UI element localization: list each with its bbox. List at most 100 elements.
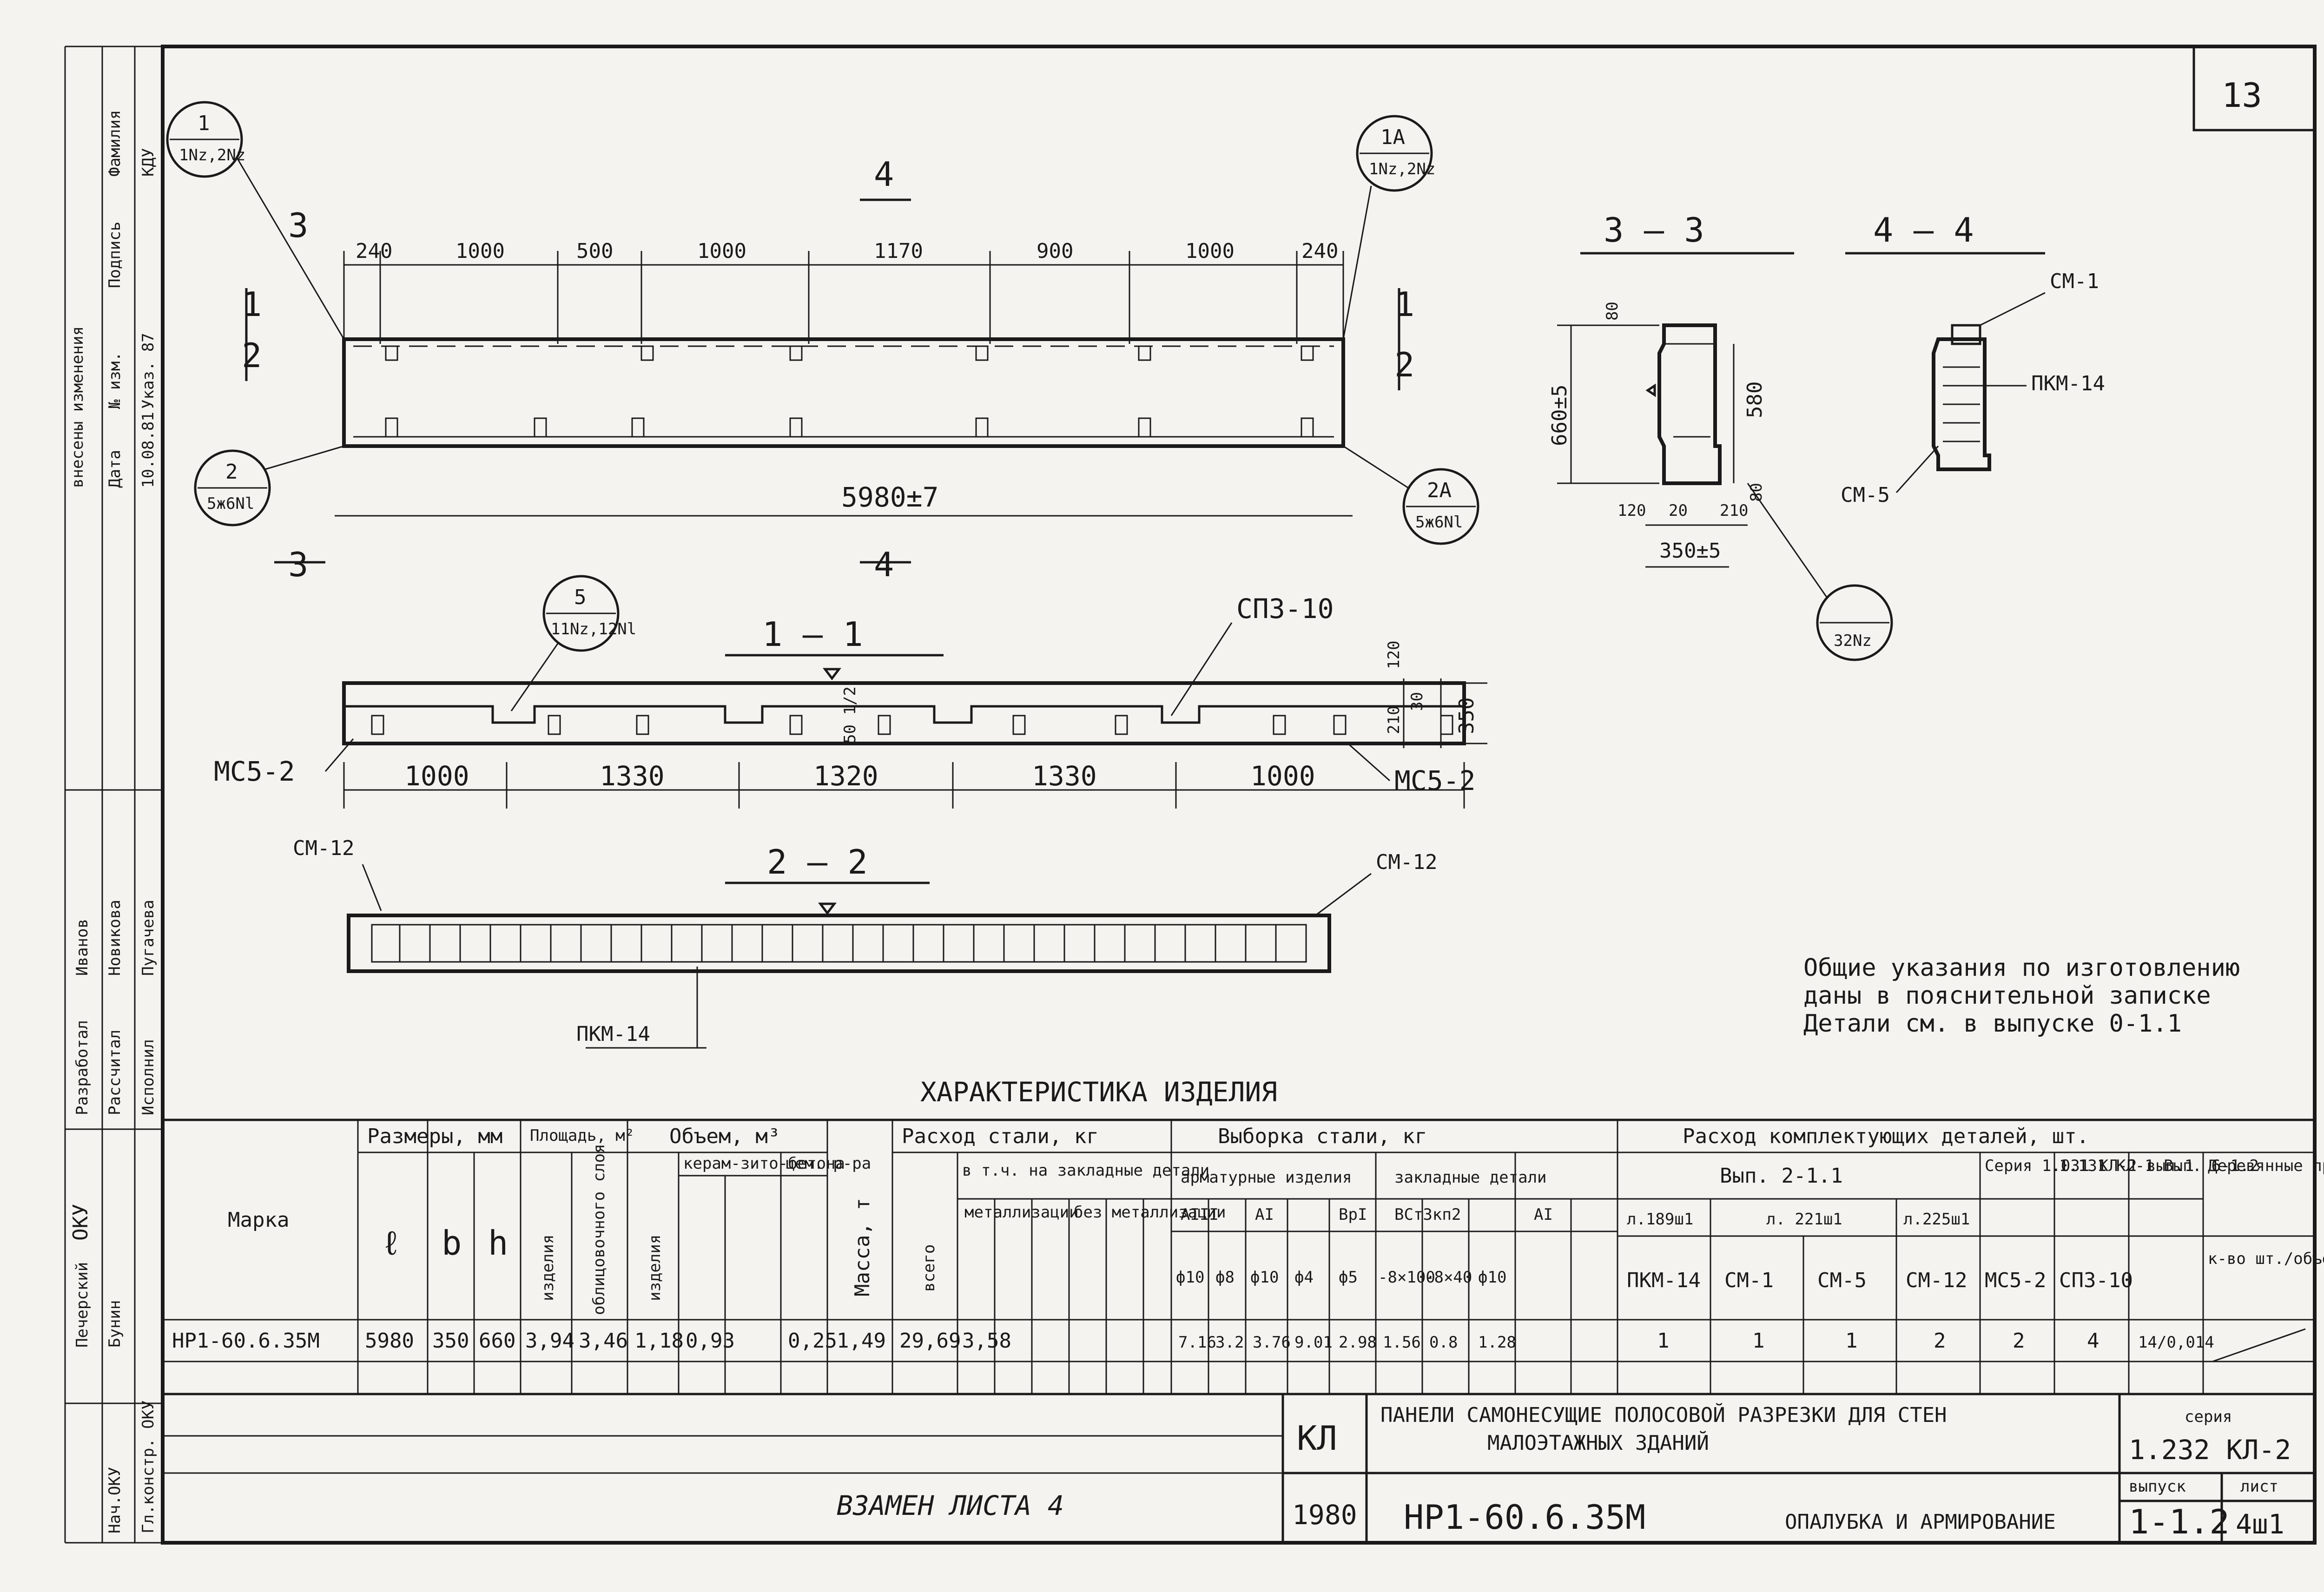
label-cm1: СМ-1 [2050, 270, 2099, 293]
changes-header-sign: Подпись [106, 222, 124, 288]
tb-mark: НР1-60.6.35М [1404, 1498, 1645, 1537]
section-4-4: 4 — 4 СМ-1 ПКМ-14 СМ-5 [1841, 211, 2105, 507]
plan-dim-2: 500 [576, 239, 613, 263]
characteristic-table: Марка Размеры, мм ℓ b h Площадь, м² изде… [161, 1118, 2324, 1395]
s11-vdim-3: 30 [1408, 692, 1426, 711]
th-steel-all: всего [920, 1244, 938, 1292]
th-area-b: облицовочного слоя [590, 1144, 608, 1315]
section-3-3-title: 3 — 3 [1604, 211, 1704, 250]
s33-inner: 580 [1743, 382, 1767, 418]
tb-list: 4ш1 [2236, 1508, 2284, 1540]
plan-dim-4: 1170 [874, 239, 923, 263]
td-comp-3: 2 [1934, 1329, 1946, 1353]
s11-dim-4: 1000 [1250, 760, 1315, 792]
label-spz: СП3-10 [1236, 593, 1334, 625]
signer-0: Печерский [73, 1262, 92, 1348]
th-sel-col-7: ф10 [1478, 1268, 1506, 1287]
th-steel: Расход стали, кг [902, 1125, 1099, 1148]
callout-1a: 1A 1Nz,2Nz [1342, 115, 1435, 340]
th-vol-a: изделия [646, 1235, 664, 1301]
s33-bottom-b: 20 [1669, 501, 1688, 520]
td-mass: 1,49 [837, 1329, 886, 1353]
s11-dim-2: 1320 [813, 760, 878, 792]
section-1-1-title: 1 — 1 [762, 615, 863, 654]
role-name-2: Пугачева [139, 900, 158, 976]
changes-row-name: КДУ [139, 148, 158, 177]
th-sel-grp-1: АI [1255, 1205, 1274, 1224]
th-sel-emb: закладные детали [1394, 1168, 1547, 1187]
label-pkm-bottom: ПКМ-14 [576, 1022, 650, 1046]
callout-1-bottom: 1Nz,2Nz [179, 146, 245, 164]
td-comp-4: 2 [2013, 1329, 2025, 1353]
td-vol-cem: 0,25 [788, 1329, 837, 1353]
callout-1-top: 1 [198, 112, 210, 135]
th-sel-col-0: ф10 [1176, 1268, 1204, 1287]
general-notes: Общие указания по изготовлению даны в по… [1803, 954, 2240, 1038]
th-comp-wood: Деревянные пробки [2208, 1157, 2324, 1175]
td-sel-4: 2.98 [1339, 1333, 1377, 1352]
role-name-0: Иванов [73, 919, 92, 976]
label-mcs-left: МС5-2 [214, 756, 295, 787]
table-title: ХАРАКТЕРИСТИКА ИЗДЕЛИЯ [920, 1076, 1277, 1108]
cut-mark-4-bottom: 4 [874, 545, 894, 584]
cut-mark-2-right: 2 [1394, 345, 1414, 384]
th-h: h [488, 1224, 508, 1263]
s11-vdim-2: 350 [1455, 697, 1479, 734]
th-vol-ker: керам-зито-бетона [683, 1154, 845, 1173]
cut-mark-3-bottom: 3 [288, 545, 308, 584]
cut-mark-3-top: 3 [288, 206, 308, 245]
th-sel-col-4: ф5 [1339, 1268, 1358, 1287]
s33-bottom-c: 210 [1720, 501, 1748, 520]
td-sel-0: 7.16 [1178, 1333, 1216, 1352]
cut-mark-4-top: 4 [874, 155, 894, 194]
td-sel-3: 9.01 [1294, 1333, 1333, 1352]
plan-view: 240 1000 500 1000 1170 900 1000 240 5980… [242, 155, 1414, 584]
tb-vyp: 1-1.2 [2129, 1502, 2230, 1541]
s11-dim-0: 1000 [404, 760, 469, 792]
th-comp: Расход комплектующих деталей, шт. [1683, 1125, 2089, 1148]
th-sel-col-3: ф4 [1294, 1268, 1314, 1287]
td-b: 350 [432, 1329, 469, 1353]
changes-row-date: 10.08.81 [139, 412, 158, 488]
th-sel-grp-0: АIII [1181, 1205, 1219, 1224]
s33-top: 80 [1603, 302, 1622, 321]
callout-2a: 2A 5ж6Nl [1343, 445, 1479, 545]
callout-2a-top: 2A [1427, 479, 1452, 502]
changes-header-name: Фамилия [106, 110, 124, 177]
sheet-number: 13 [2222, 76, 2262, 115]
callout-2-top: 2 [225, 460, 238, 484]
th-sel-col-1: ф8 [1215, 1268, 1235, 1287]
th-volume: Объем, м³ [669, 1125, 780, 1148]
th-sel: Выборка стали, кг [1218, 1125, 1427, 1148]
s11-vdim-1: 210 [1385, 706, 1403, 734]
title-block: КЛ 1980 ПАНЕЛИ САМОНЕСУЩИЕ ПОЛОСОВОЙ РАЗ… [1281, 1393, 2316, 1544]
td-comp-1: 1 [1752, 1329, 1765, 1353]
th-comp-page-0: л.189ш1 [1627, 1210, 1693, 1229]
replace-note: ВЗАМЕН ЛИСТА 4 [837, 1490, 1064, 1521]
td-sel-2: 3.76 [1253, 1333, 1291, 1352]
s11-dim-3: 1330 [1032, 760, 1097, 792]
cut-mark-1-left: 1 [242, 285, 262, 324]
th-sel-grp-4: АI [1534, 1205, 1553, 1224]
role-2: Исполнил [139, 1039, 158, 1115]
tb-desc: ОПАЛУБКА И АРМИРОВАНИЕ [1785, 1510, 2056, 1534]
label-cm12-right: СМ-12 [1376, 850, 1437, 874]
changes-header-date: Дата [106, 450, 124, 488]
plan-dim-3: 1000 [697, 239, 746, 263]
plan-dim-1: 1000 [456, 239, 505, 263]
note-line-0: Общие указания по изготовлению [1803, 954, 2240, 982]
td-vol-ker: 0,93 [686, 1329, 735, 1353]
cut-mark-1-right: 1 [1394, 285, 1414, 324]
cut-mark-2-left: 2 [242, 336, 262, 375]
th-sizes: Размеры, мм [367, 1125, 502, 1148]
th-comp-col-6: к-во шт./объем, м³ [2208, 1250, 2324, 1268]
th-mass: Масса, т [851, 1198, 874, 1296]
th-comp-col-3: СМ-12 [1906, 1269, 1967, 1292]
tb-vyp-label: выпуск [2129, 1477, 2186, 1496]
th-sel-col-5: -8×100 [1378, 1268, 1435, 1287]
td-comp-5: 4 [2087, 1329, 2100, 1353]
th-sel-arm: арматурные изделия [1181, 1168, 1352, 1187]
th-l: ℓ [381, 1224, 401, 1263]
section-2-2: 2 — 2 СМ-12 СМ-12 ПКМ-14 [293, 836, 1437, 1049]
